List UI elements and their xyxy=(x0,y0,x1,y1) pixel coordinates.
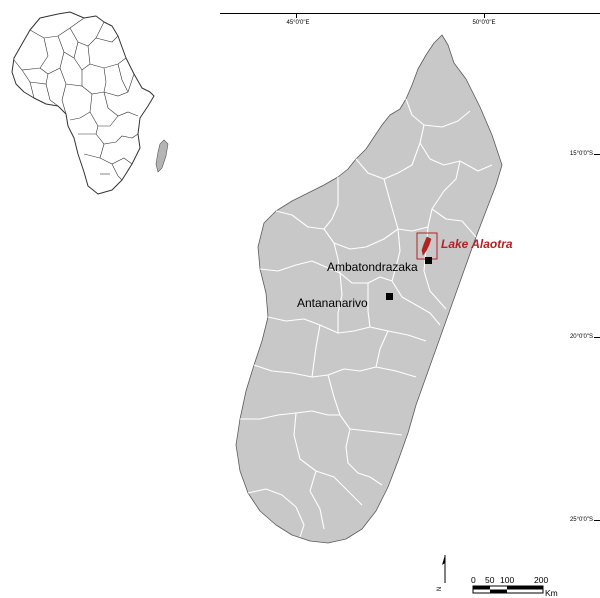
lat-tick-20 xyxy=(594,337,600,338)
scale-tick-50: 50 xyxy=(485,575,495,585)
scale-tick-200: 200 xyxy=(534,575,549,585)
africa-outline xyxy=(11,11,155,195)
lat-label-20: 20°0'0"S xyxy=(569,334,593,340)
lat-tick-25 xyxy=(594,520,600,521)
lon-label-45: 45°0'0"E xyxy=(286,20,310,26)
ambatondrazaka-label: Ambatondrazaka xyxy=(327,260,418,274)
madagascar-main-map xyxy=(235,34,503,544)
madagascar-outline xyxy=(235,34,503,544)
square-marker-icon xyxy=(386,293,393,300)
lake-alaotra-label: Lake Alaotra xyxy=(441,237,513,251)
square-marker-icon xyxy=(425,257,432,264)
map-frame-top xyxy=(220,13,600,14)
africa-inset-map xyxy=(11,11,169,195)
north-label: N xyxy=(437,586,444,592)
scale-tick-100: 100 xyxy=(500,575,515,585)
lat-label-25: 25°0'0"S xyxy=(569,517,593,523)
scale-tick-0: 0 xyxy=(471,575,476,585)
lake-alaotra-shape xyxy=(421,236,432,256)
scale-unit: Km xyxy=(545,588,558,598)
scale-bar xyxy=(472,585,544,594)
lon-tick-50 xyxy=(484,13,485,18)
north-arrow-icon xyxy=(442,555,446,583)
lon-label-50: 50°0'0"E xyxy=(472,20,496,26)
antananarivo-label: Antananarivo xyxy=(297,296,368,310)
lat-label-15: 15°0'0"S xyxy=(569,151,593,157)
lon-tick-45 xyxy=(296,13,297,18)
madagascar-inset xyxy=(155,139,169,173)
lat-tick-15 xyxy=(594,154,600,155)
